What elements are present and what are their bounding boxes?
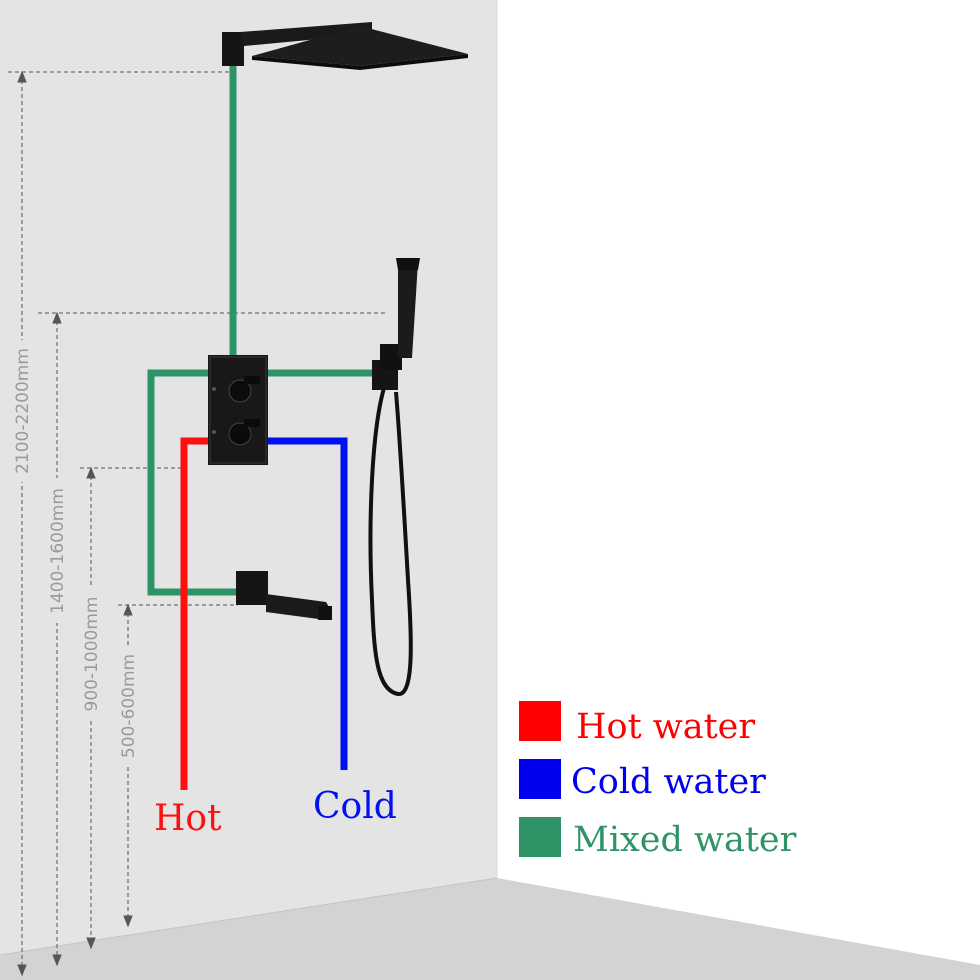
rain-shower-head-icon <box>222 22 468 70</box>
legend-swatch-mixed <box>519 817 561 857</box>
dimension-label-valve: 1400-1600mm <box>48 488 68 614</box>
valve-knob-bottom <box>228 422 252 446</box>
dim-label-bg <box>47 478 67 623</box>
legend-label-mixed: Mixed water <box>573 820 797 860</box>
dimension-label-spout: 900-1000mm <box>82 597 102 712</box>
arrow-down-icon <box>86 937 96 950</box>
dim-label-bg <box>12 340 32 482</box>
arrow-down-icon <box>52 954 62 967</box>
legend-item-mixed: Mixed water <box>519 817 797 860</box>
hot-pipe-label: Hot <box>154 798 222 839</box>
dim-label-bg <box>81 588 101 720</box>
shower-hose-icon <box>368 387 413 696</box>
dimension-lines <box>8 70 388 977</box>
dim-label-bg <box>118 645 138 767</box>
valve-knob-top <box>228 379 252 403</box>
mixed-pipe-to-spout <box>147 369 240 596</box>
legend-swatch-hot <box>519 701 561 741</box>
legend-swatch-cold <box>519 759 561 799</box>
dimension-label-floor-spout: 500-600mm <box>119 654 139 758</box>
legend-label-cold: Cold water <box>571 762 766 802</box>
legend: Hot water Cold water Mixed water <box>519 701 797 860</box>
wall <box>0 0 497 955</box>
legend-label-hot: Hot water <box>576 707 755 747</box>
mixed-water-pipes <box>147 66 372 596</box>
arrow-up-icon <box>17 70 27 83</box>
cold-water-pipe <box>266 437 348 770</box>
arrow-down-icon <box>123 915 133 928</box>
cold-pipe-label: Cold <box>313 786 397 827</box>
arrow-up-icon <box>123 603 133 616</box>
dimension-label-head: 2100-2200mm <box>13 348 33 474</box>
tub-spout-icon <box>236 571 332 620</box>
hand-shower-icon <box>372 258 420 390</box>
legend-item-hot: Hot water <box>519 701 755 747</box>
legend-item-cold: Cold water <box>519 759 766 802</box>
floor <box>0 878 980 980</box>
arrow-down-icon <box>17 964 27 977</box>
arrow-up-icon <box>52 311 62 324</box>
hot-water-pipe <box>180 437 208 790</box>
wall-floor-edge <box>0 877 498 956</box>
arrow-up-icon <box>86 466 96 479</box>
thermostatic-valve-icon <box>208 355 268 465</box>
